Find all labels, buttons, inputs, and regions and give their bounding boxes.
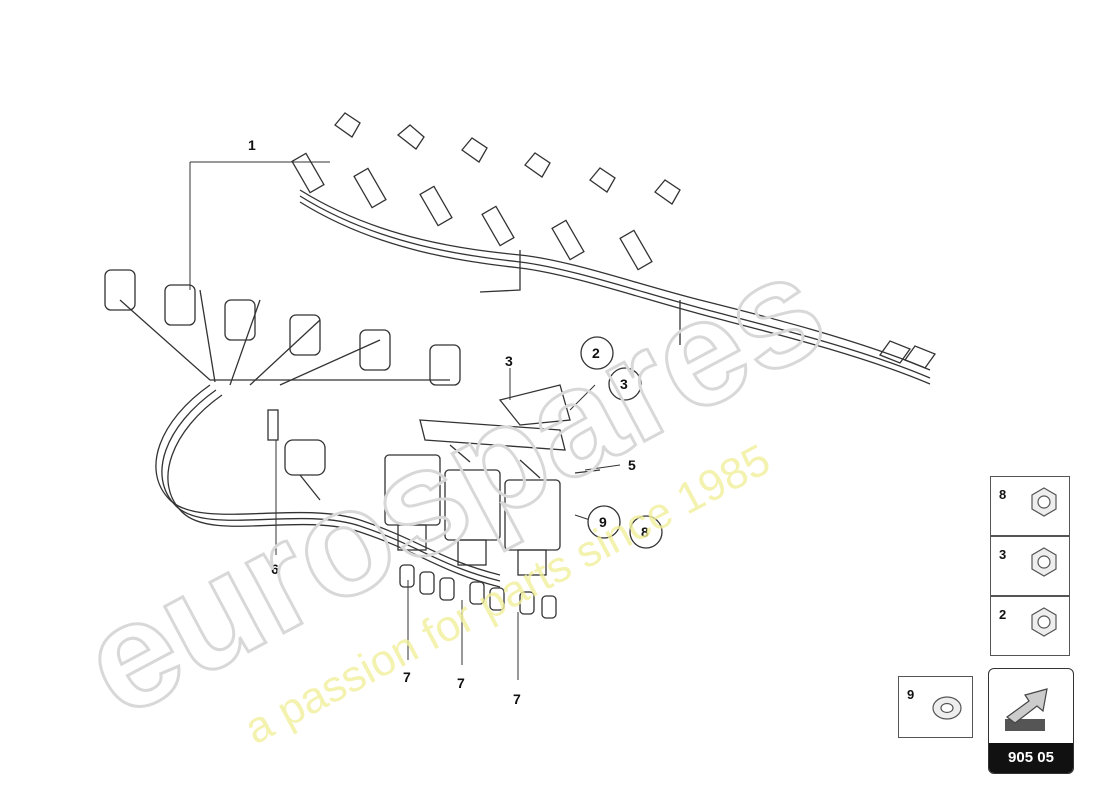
side-part-washer-9: 9 — [898, 676, 973, 738]
upper-plug-2 — [353, 124, 425, 209]
circle-callout-8: 8 — [629, 515, 663, 549]
side-part-number: 3 — [999, 547, 1007, 562]
lower-plug-2 — [164, 284, 196, 326]
upper-plug-1 — [291, 112, 361, 194]
leader-lines — [189, 161, 621, 680]
svg-text:8: 8 — [641, 524, 649, 540]
upper-plug-3 — [419, 137, 488, 227]
side-part-nut-2: 2 — [990, 596, 1070, 656]
lower-plug-5 — [359, 329, 391, 371]
circle-callout-3: 3 — [608, 367, 642, 401]
svg-text:3: 3 — [620, 376, 628, 392]
upper-plug-5 — [551, 167, 616, 261]
circle-callout-9: 9 — [587, 505, 621, 539]
washer-icon — [932, 696, 962, 720]
side-part-number: 2 — [999, 607, 1007, 622]
lower-plug-4 — [289, 314, 321, 356]
lower-harness — [104, 269, 557, 619]
upper-plug-6 — [619, 179, 681, 271]
callout-5: 5 — [628, 457, 636, 473]
reference-badge: 905 05 — [988, 668, 1074, 774]
svg-text:9: 9 — [599, 514, 607, 530]
mounting-bracket — [419, 384, 601, 479]
side-part-number: 8 — [999, 487, 1007, 502]
callout-3: 3 — [505, 353, 513, 369]
side-part-nut-3: 3 — [990, 536, 1070, 596]
circle-callout-2: 2 — [580, 336, 614, 370]
callout-7-b: 7 — [457, 675, 465, 691]
upper-plug-4 — [481, 152, 551, 247]
reference-code: 905 05 — [989, 743, 1073, 773]
svg-text:2: 2 — [592, 345, 600, 361]
lower-plug-6 — [429, 344, 461, 386]
callout-7-c: 7 — [513, 691, 521, 707]
lower-end-connectors — [399, 564, 557, 619]
upper-harness — [291, 112, 937, 385]
hex-nut-icon — [1031, 547, 1057, 577]
side-part-number: 9 — [907, 687, 915, 702]
hex-nut-icon — [1031, 607, 1057, 637]
callout-1: 1 — [248, 137, 256, 153]
side-part-nut-8: 8 — [990, 476, 1070, 536]
ignition-coil-1 — [384, 454, 441, 551]
lower-plug-3 — [224, 299, 256, 341]
callout-6: 6 — [271, 561, 279, 577]
lower-plug-1 — [104, 269, 136, 311]
ignition-coil-2 — [444, 469, 501, 566]
callout-7-a: 7 — [403, 669, 411, 685]
sensor-part-6 — [267, 409, 326, 501]
ignition-coil-3 — [504, 479, 561, 576]
hex-nut-icon — [1031, 487, 1057, 517]
arrow-icon — [1005, 688, 1048, 731]
